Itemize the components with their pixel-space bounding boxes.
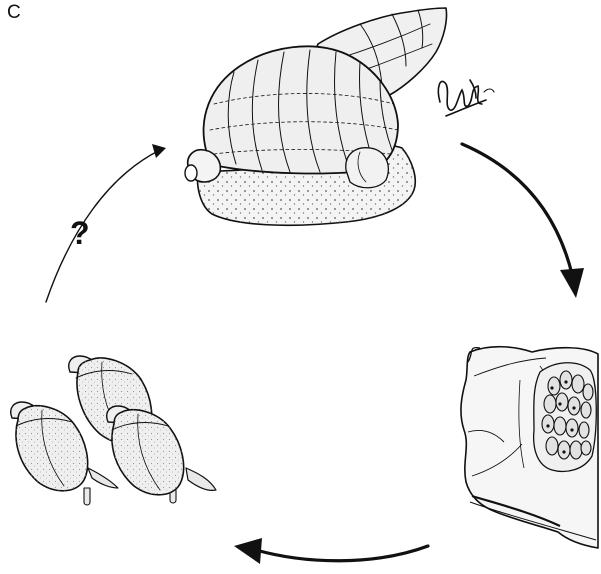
egg-mass-on-leaf [461,347,598,548]
arrow-eggs-to-juveniles [234,538,428,564]
arrow-adult-to-eggs [462,144,584,298]
adult-snail [185,8,447,225]
juvenile-snail-front [107,406,216,503]
question-mark: ? [70,215,90,251]
artist-signature [438,80,494,116]
panel-label: C [7,2,21,24]
arrow-juveniles-to-adult [46,144,166,302]
